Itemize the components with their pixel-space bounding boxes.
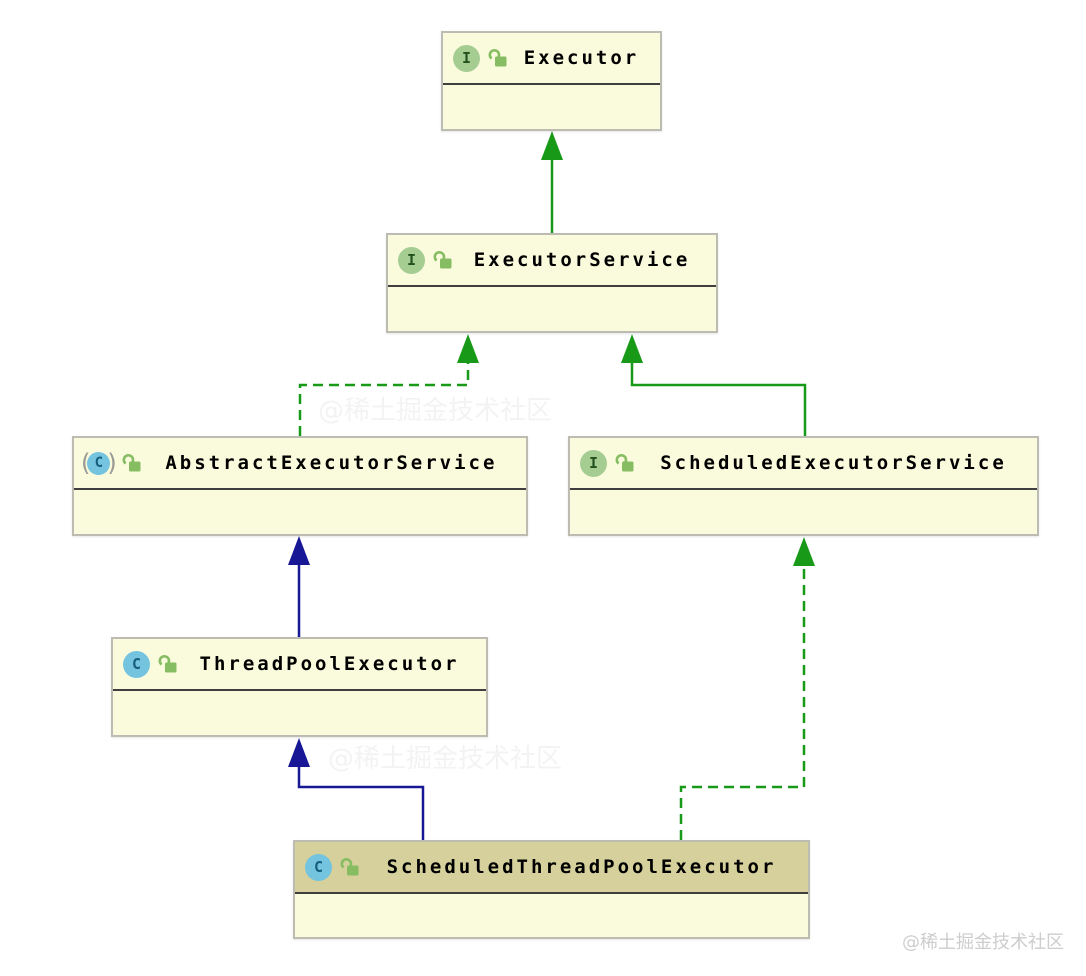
site-watermark: @稀土掘金技术社区 xyxy=(902,932,1064,953)
node-title: ScheduledExecutorService xyxy=(660,452,1007,474)
node-header: C ThreadPoolExecutor xyxy=(113,639,486,691)
node-body xyxy=(570,490,1037,534)
open-lock-icon xyxy=(615,453,636,473)
node-title: Executor xyxy=(523,47,640,69)
faint-watermark: @稀土掘金技术社区 xyxy=(318,396,553,426)
edge-scheduledthreadpoolexecutor-implements-scheduledexecutorservice xyxy=(679,537,815,840)
open-lock-icon xyxy=(433,250,454,270)
node-header: ( C ) AbstractExecutorService xyxy=(74,438,526,490)
class-icon: C xyxy=(305,853,332,881)
node-body xyxy=(388,287,716,331)
node-title: ExecutorService xyxy=(473,249,691,271)
open-lock-icon xyxy=(488,48,509,68)
node-title: ScheduledThreadPoolExecutor xyxy=(386,856,777,878)
interface-icon: I xyxy=(453,44,480,72)
node-title: AbstractExecutorService xyxy=(165,452,498,474)
abstract-class-icon: ( C ) xyxy=(81,449,117,477)
class-node-thread-pool-executor[interactable]: C ThreadPoolExecutor xyxy=(111,637,488,737)
node-body xyxy=(113,691,486,735)
class-icon: C xyxy=(87,451,111,475)
node-header: I ScheduledExecutorService xyxy=(570,438,1037,490)
class-node-executor-service[interactable]: I ExecutorService xyxy=(386,233,718,333)
interface-icon: I xyxy=(580,449,607,477)
class-node-scheduled-thread-pool-executor[interactable]: C ScheduledThreadPoolExecutor xyxy=(293,840,810,939)
open-lock-icon xyxy=(122,453,143,473)
node-title: ThreadPoolExecutor xyxy=(199,653,460,675)
edge-scheduledexecutorservice-extends-executorservice xyxy=(621,334,807,436)
paren-close: ) xyxy=(107,449,117,477)
node-header: I Executor xyxy=(443,33,660,85)
faint-watermark: @稀土掘金技术社区 xyxy=(328,744,563,774)
edge-threadpoolexecutor-extends-abstractexecutorservice xyxy=(288,536,310,637)
paren-open: ( xyxy=(81,449,91,477)
node-body xyxy=(443,85,660,129)
class-node-scheduled-executor-service[interactable]: I ScheduledExecutorService xyxy=(568,436,1039,536)
class-node-executor[interactable]: I Executor xyxy=(441,31,662,131)
class-node-abstract-executor-service[interactable]: ( C ) AbstractExecutorService xyxy=(72,436,528,536)
node-body xyxy=(295,894,808,937)
node-header: C ScheduledThreadPoolExecutor xyxy=(295,842,808,894)
interface-icon: I xyxy=(398,246,425,274)
class-icon: C xyxy=(123,650,150,678)
open-lock-icon xyxy=(158,654,179,674)
edge-executorservice-extends-executor xyxy=(541,131,563,233)
node-body xyxy=(74,490,526,534)
open-lock-icon xyxy=(340,857,361,877)
node-header: I ExecutorService xyxy=(388,235,716,287)
